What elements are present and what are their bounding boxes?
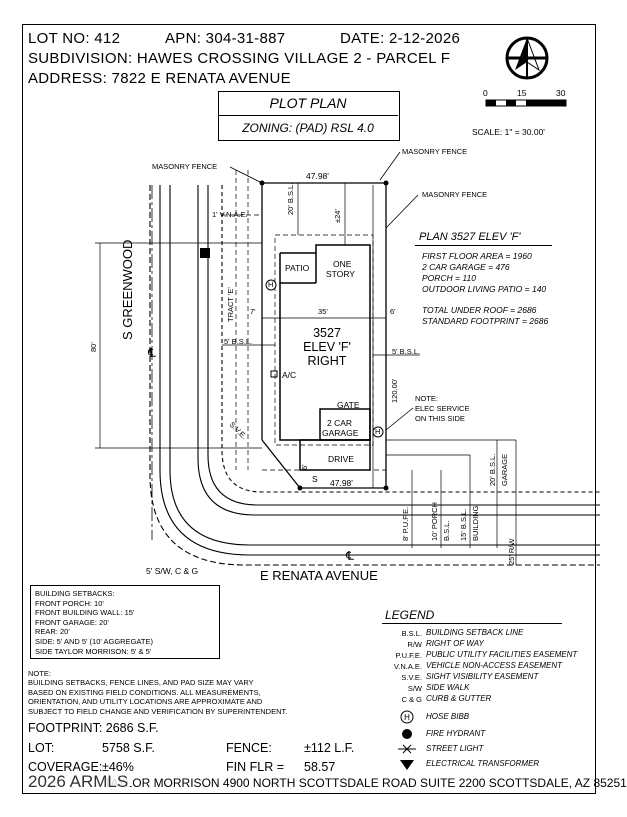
dim-drive-6: 6': [300, 464, 309, 470]
dim-front-porch: 10' PORCH: [430, 502, 439, 541]
watermark: 2026 ARMLS: [26, 772, 131, 792]
dim-front-pufe: 8' P.U.F.E.: [401, 506, 410, 541]
dim-right-bsl: 5' B.S.L.: [392, 347, 421, 356]
street-light-mark: S: [312, 474, 318, 484]
date: DATE: 2-12-2026: [340, 30, 461, 47]
fence-label: FENCE:: [226, 741, 272, 755]
dim-rear-24: ±24': [333, 209, 342, 223]
garage-label: 2 CAR: [327, 418, 353, 428]
scale-label: SCALE: 1" = 30.00': [472, 127, 545, 137]
dim-front-rw: 25' R/W: [507, 538, 516, 565]
sheet-border: [22, 24, 596, 794]
dim-front-bldg-2: BUILDING: [471, 505, 480, 541]
legend-hose-bibb: HOSE BIBB: [426, 712, 470, 721]
legend-underline: [382, 623, 562, 624]
gate-label: GATE: [337, 400, 360, 410]
address: ADDRESS: 7822 E RENATA AVENUE: [28, 70, 291, 87]
setbacks-list: BUILDING SETBACKS: FRONT PORCH: 10' FRON…: [35, 589, 153, 656]
zoning: ZONING: (PAD) RSL 4.0: [242, 121, 374, 135]
one-story-label-2: STORY: [326, 269, 355, 279]
legend-transformer: ELECTRICAL TRANSFORMER: [426, 759, 540, 768]
legend-symbols: H: [398, 710, 416, 770]
lot-number: LOT NO: 412: [28, 30, 121, 47]
footer-address: TAYLOR MORRISON 4900 NORTH SCOTTSDALE RO…: [104, 776, 627, 790]
dim-side-7: 7': [250, 307, 256, 316]
apn: APN: 304-31-887: [165, 30, 286, 47]
svg-text:H: H: [404, 713, 410, 722]
lot-area-label: LOT:: [28, 741, 55, 755]
callout-masonry-fence-right: MASONRY FENCE: [422, 190, 488, 199]
one-story-label: ONE: [333, 259, 352, 269]
callout-masonry-fence-top: MASONRY FENCE: [402, 147, 468, 156]
drive-label: DRIVE: [328, 454, 354, 464]
road-lines: [149, 185, 600, 566]
scale-tick-0: 0: [483, 88, 488, 98]
patio-label: PATIO: [285, 263, 310, 273]
dim-bottom-width: 47.98': [330, 478, 353, 488]
scale-tick-30: 30: [556, 88, 566, 98]
dim-lot-side-80: 80': [89, 342, 98, 352]
plan-totals: TOTAL UNDER ROOF = 2686 STANDARD FOOTPRI…: [422, 305, 549, 326]
dim-rear-bsl-20: 20' B.S.L.: [286, 182, 295, 215]
legend-fire-hydrant: FIRE HYDRANT: [426, 729, 486, 738]
ac-label: A/C: [282, 370, 297, 380]
garage-label-2: GARAGE: [322, 428, 359, 438]
legend-title: LEGEND: [385, 608, 435, 622]
legend-street-light: STREET LIGHT: [426, 744, 484, 753]
scale-tick-15: 15: [517, 88, 527, 98]
coverage-label: COVERAGE:: [28, 760, 103, 774]
footprint: FOOTPRINT: 2686 S.F.: [28, 721, 159, 735]
coverage-value: ±46%: [102, 760, 134, 774]
street-greenwood: S GREENWOOD: [120, 239, 135, 340]
fin-flr-value: 58.57: [304, 760, 336, 774]
sidewalk-label: 5' S/W, C & G: [146, 566, 199, 576]
subdivision: SUBDIVISION: HAWES CROSSING VILLAGE 2 - …: [28, 50, 451, 67]
note-elec-service: NOTE: ELEC SERVICE ON THIS SIDE: [415, 394, 470, 423]
scale-bar: [485, 99, 567, 107]
general-note: NOTE: BUILDING SETBACKS, FENCE LINES, AN…: [28, 669, 288, 716]
fin-flr-label: FIN FLR =: [226, 760, 284, 774]
house-plan: 3527: [313, 326, 341, 340]
dim-width-35: 35': [318, 307, 328, 316]
dim-left-bsl: 5' B.S.L.: [224, 337, 253, 346]
callout-masonry-fence-left: MASONRY FENCE: [152, 162, 218, 171]
vnae-label: 1' V.N.A.E.: [212, 210, 248, 219]
hose-bibb-icon-2: H: [375, 427, 381, 436]
dim-front-bldg: 15' B.S.L.: [459, 508, 468, 541]
svg-text:℄: ℄: [345, 549, 354, 563]
dim-front-porch-bsl: B.S.L.: [442, 520, 451, 541]
tract-e: TRACT 'E': [226, 287, 235, 322]
title-divider: [218, 115, 398, 116]
house-elev: ELEV 'F': [303, 340, 351, 354]
street-renata: E RENATA AVENUE: [260, 568, 378, 583]
fence-value: ±112 L.F.: [304, 741, 355, 755]
plan-title-underline: [415, 245, 552, 246]
plot-plan-title: PLOT PLAN: [269, 95, 347, 111]
plan-areas: FIRST FLOOR AREA = 1960 2 CAR GARAGE = 4…: [422, 251, 547, 294]
north-arrow-icon: [505, 36, 549, 80]
svg-text:℄: ℄: [147, 346, 156, 360]
house-footprint: [279, 244, 371, 471]
dim-depth-120: 120.00': [390, 378, 399, 403]
house-hand: RIGHT: [307, 354, 347, 368]
hose-bibb-icon: H: [268, 280, 274, 289]
dim-top-width: 47.98': [306, 171, 329, 181]
dim-front-garage: 20' B.S.L.: [488, 453, 497, 486]
setbacks-box: [30, 585, 220, 659]
plan-title: PLAN 3527 ELEV 'F': [419, 231, 521, 243]
title-block: [218, 91, 400, 141]
dim-front-garage-2: GARAGE: [500, 453, 509, 486]
lot-area-value: 5758 S.F.: [102, 741, 155, 755]
dim-side-6: 6': [390, 307, 396, 316]
